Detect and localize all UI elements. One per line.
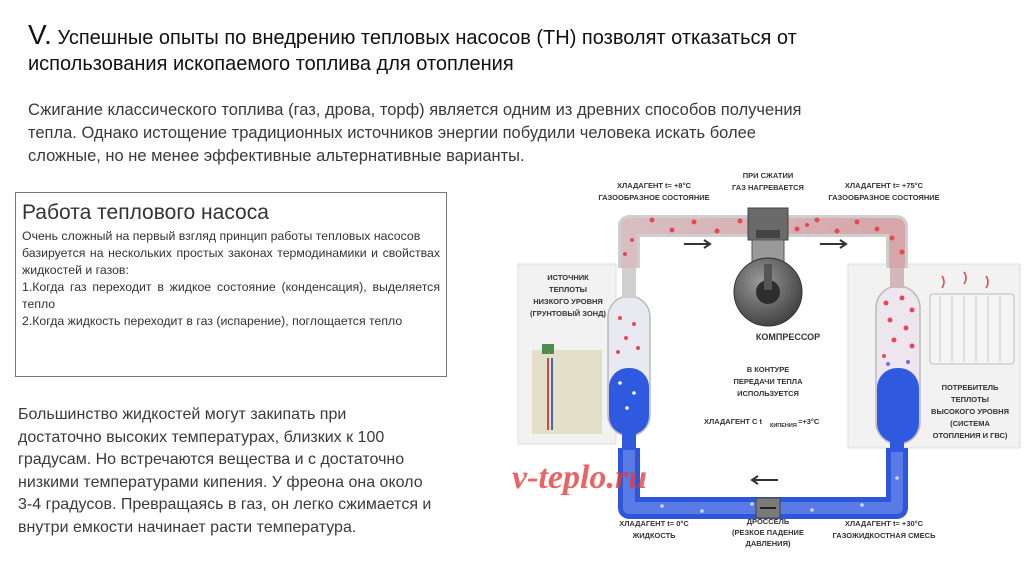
top-left-label-1: ХЛАДАГЕНТ t= +8°С bbox=[617, 181, 692, 190]
boiling-paragraph: Большинство жидкостей могут закипать при… bbox=[18, 406, 432, 536]
consumer-label-3: ВЫСОКОГО УРОВНЯ bbox=[931, 407, 1009, 416]
bottom-right-label-1: ХЛАДАГЕНТ t= +30°С bbox=[845, 519, 924, 528]
box-text: Очень сложный на первый взгляд принцип р… bbox=[22, 229, 440, 328]
source-label-3: НИЗКОГО УРОВНЯ bbox=[533, 297, 603, 306]
box-title: Работа теплового насоса bbox=[22, 201, 269, 224]
center-label-1: В КОНТУРЕ bbox=[747, 365, 790, 374]
top-center-label-1: ПРИ СЖАТИИ bbox=[743, 171, 793, 180]
center-formula: ХЛАДАГЕНТ С t КИПЕНИЯ =+3°С bbox=[704, 417, 820, 429]
heading-line-1: V. Успешные опыты по внедрению тепловых … bbox=[28, 19, 797, 50]
bottom-left-label-2: ЖИДКОСТЬ bbox=[631, 531, 676, 540]
heat-pump-diagram: v-teplo.ru ХЛАДАГЕНТ t= +8°С ГАЗООБРАЗНО… bbox=[512, 168, 1024, 552]
slide-heading: V. Успешные опыты по внедрению тепловых … bbox=[28, 19, 988, 77]
watermark: v-teplo.ru bbox=[512, 459, 647, 496]
svg-text:КИПЕНИЯ: КИПЕНИЯ bbox=[770, 423, 797, 429]
consumer-label-1: ПОТРЕБИТЕЛЬ bbox=[942, 383, 999, 392]
top-center-label-2: ГАЗ НАГРЕВАЕТСЯ bbox=[732, 183, 804, 192]
flow-arrows bbox=[684, 239, 848, 485]
bottom-left-label-1: ХЛАДАГЕНТ t= 0°С bbox=[619, 519, 689, 528]
radiator-icon bbox=[929, 271, 1015, 365]
bottom-center-label-2: (РЕЗКОЕ ПАДЕНИЕ bbox=[732, 528, 804, 537]
top-pipe-droplets bbox=[623, 217, 905, 256]
consumer-label-2: ТЕПЛОТЫ bbox=[951, 395, 989, 404]
top-right-label-1: ХЛАДАГЕНТ t= +75°С bbox=[845, 181, 924, 190]
ground-probe-icon bbox=[532, 344, 602, 434]
source-label-2: ТЕПЛОТЫ bbox=[549, 285, 587, 294]
bottom-right-label-2: ГАЗОЖИДКОСТНАЯ СМЕСЬ bbox=[833, 531, 937, 540]
center-label-2: ПЕРЕДАЧИ ТЕПЛА bbox=[734, 377, 804, 386]
source-label-4: (ГРУНТОВЫЙ ЗОНД) bbox=[530, 309, 606, 318]
intro-paragraph: Сжигание классического топлива (газ, дро… bbox=[28, 101, 802, 165]
svg-text:ХЛАДАГЕНТ С t: ХЛАДАГЕНТ С t bbox=[704, 417, 763, 426]
bottom-center-label-1: ДРОССЕЛЬ bbox=[747, 517, 790, 526]
heading-line-2: использования ископаемого топлива для от… bbox=[28, 53, 514, 75]
consumer-label-4: (СИСТЕМА bbox=[950, 419, 990, 428]
center-label-3: ИСПОЛЬЗУЕТСЯ bbox=[737, 389, 799, 398]
svg-text:=+3°С: =+3°С bbox=[798, 417, 820, 426]
heat-pump-principle-box: Работа теплового насоса Очень сложный на… bbox=[15, 192, 447, 377]
roman-numeral: V. bbox=[28, 19, 52, 50]
top-left-label-2: ГАЗООБРАЗНОЕ СОСТОЯНИЕ bbox=[598, 193, 709, 202]
consumer-label-5: ОТОПЛЕНИЯ И ГВС) bbox=[933, 431, 1008, 440]
bottom-pipe-bubbles bbox=[660, 476, 899, 513]
bottom-center-label-3: ДАВЛЕНИЯ) bbox=[746, 539, 791, 548]
top-right-label-2: ГАЗООБРАЗНОЕ СОСТОЯНИЕ bbox=[828, 193, 939, 202]
compressor-label: КОМПРЕССОР bbox=[756, 332, 820, 342]
source-label-1: ИСТОЧНИК bbox=[547, 273, 589, 282]
